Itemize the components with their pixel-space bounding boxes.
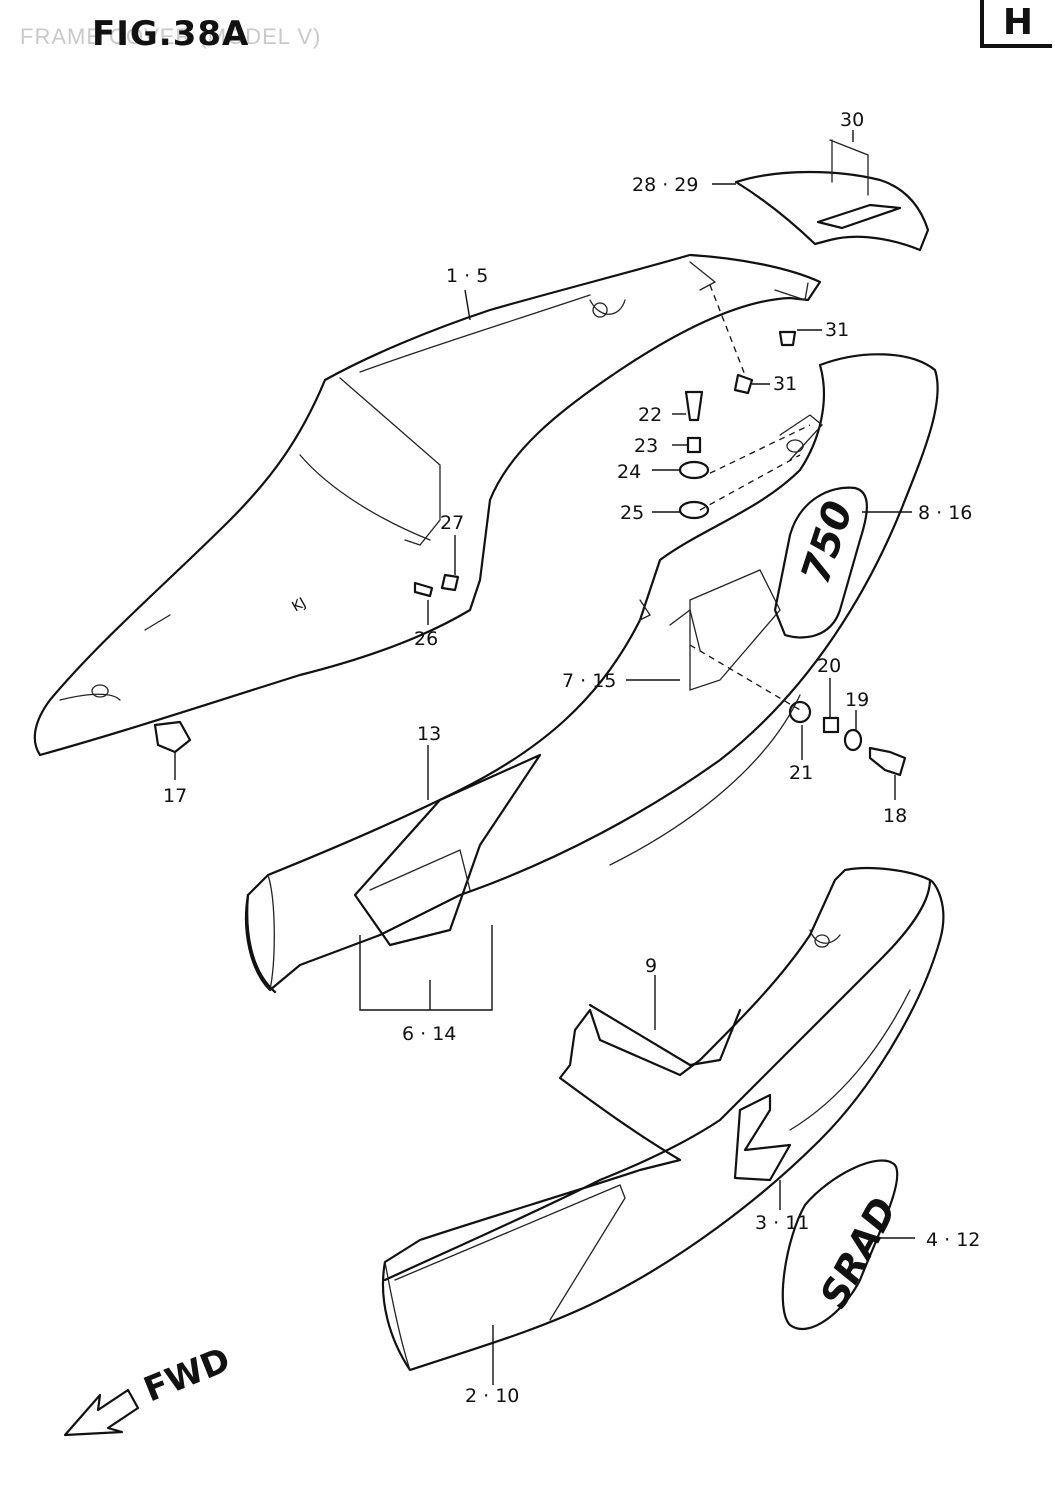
collar-20 [822, 716, 840, 734]
callout-3-11: 3 · 11 [755, 1212, 809, 1234]
collar-23 [686, 436, 702, 454]
screw-31a [778, 330, 797, 347]
callout-labels: 30 28 · 29 1 · 5 31 31 22 23 24 25 8 · 1… [163, 109, 980, 1407]
leader-lines [174, 130, 915, 1385]
callout-13: 13 [417, 723, 441, 745]
callout-8-16: 8 · 16 [918, 502, 972, 524]
screw-26 [413, 581, 434, 598]
callout-27: 27 [440, 512, 464, 534]
section-badge: H [980, 0, 1052, 48]
side-cover-right-8-16 [245, 353, 939, 994]
callout-1-5: 1 · 5 [446, 265, 488, 287]
callout-22: 22 [638, 404, 662, 426]
side-cover-lower-2-10 [381, 866, 945, 1372]
arrow-left-icon [63, 1388, 140, 1437]
callout-4-12: 4 · 12 [926, 1229, 980, 1251]
clip-27 [440, 573, 460, 592]
bolt-22 [684, 390, 704, 422]
callout-17: 17 [163, 785, 187, 807]
seat-tail-body-1-5: KJ [33, 253, 822, 757]
hardware [153, 330, 907, 777]
callout-25: 25 [620, 502, 644, 524]
callout-18: 18 [883, 805, 907, 827]
callout-7-15: 7 · 15 [562, 670, 616, 692]
forward-direction: FWD [63, 1340, 236, 1437]
callout-23: 23 [634, 435, 658, 457]
cushion-17 [153, 720, 192, 754]
callout-21: 21 [789, 762, 813, 784]
callout-31a: 31 [825, 319, 849, 341]
washer-25 [678, 500, 710, 520]
callout-30: 30 [840, 109, 864, 131]
bolt-18 [868, 746, 907, 777]
callout-28-29: 28 · 29 [632, 174, 698, 196]
screw-31b [733, 373, 754, 395]
figure-title: FIG.38A [92, 14, 250, 54]
svg-text:KJ: KJ [289, 595, 309, 616]
callout-19: 19 [845, 689, 869, 711]
washer-19 [843, 728, 863, 752]
callout-26: 26 [414, 628, 438, 650]
emblem-750: 750 [773, 486, 868, 639]
fwd-label: FWD [138, 1340, 235, 1410]
emblem-srad: SRAD [781, 1159, 906, 1331]
tail-piece-28-29 [734, 139, 930, 252]
callout-20: 20 [817, 655, 841, 677]
callout-9: 9 [645, 955, 657, 977]
callout-6-14: 6 · 14 [402, 1023, 456, 1045]
ghost-title: FRAME COVER (MODEL V) [20, 24, 322, 49]
callout-31b: 31 [773, 373, 797, 395]
grommet-21 [788, 700, 812, 724]
emblem-srad-text: SRAD [812, 1190, 906, 1314]
callout-2-10: 2 · 10 [465, 1385, 519, 1407]
callout-24: 24 [617, 461, 641, 483]
